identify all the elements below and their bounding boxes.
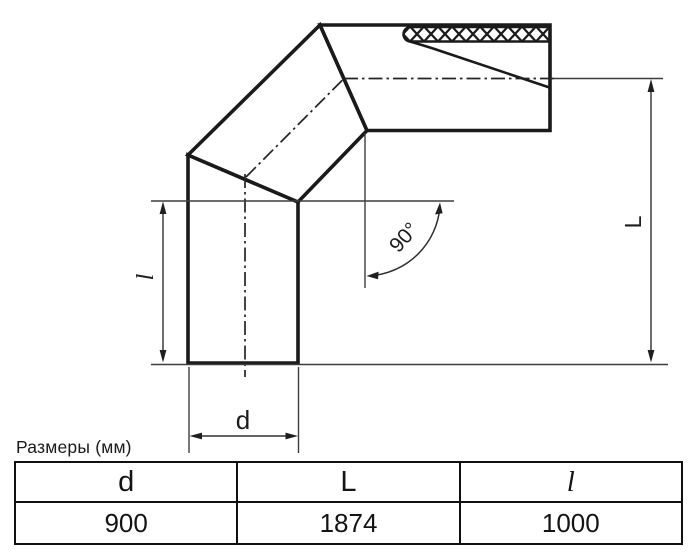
sleeve-edge-line [409,40,552,90]
value-cell-L: 1874 [236,503,458,543]
arrowhead-d-right [285,432,298,440]
arrowhead-l-bottom [159,350,167,363]
header-cell-l: l [458,463,681,501]
value-cell-l: 1000 [458,503,681,543]
centerline-diagonal [245,77,345,178]
table-caption: Размеры (мм) [16,437,132,457]
pipe-segment-top [317,23,552,133]
table-value-row: 900 1874 1000 [16,501,681,543]
arrowhead-L-top [647,79,655,92]
angle-arc [371,207,441,277]
elbow-diagram: l L d 90° [133,21,668,453]
dimensions-table: d L l 900 1874 1000 [14,461,683,545]
arrowhead-d-left [189,432,202,440]
gasket-hatch-band [402,25,550,43]
dim-label-l: l [133,273,159,280]
arrowhead-arc-top [435,202,443,215]
value-cell-d: 900 [104,507,148,538]
header-cell-d: d [118,465,135,498]
arrowhead-l-top [159,201,167,214]
header-cell-L: L [236,463,458,501]
table-header-row: d L l [16,463,681,501]
arrowhead-L-bottom [647,350,655,363]
arrowhead-arc-bottom [366,271,379,280]
dim-label-L: L [620,215,646,228]
dim-label-d: d [236,405,250,435]
angle-label: 90° [385,218,423,257]
